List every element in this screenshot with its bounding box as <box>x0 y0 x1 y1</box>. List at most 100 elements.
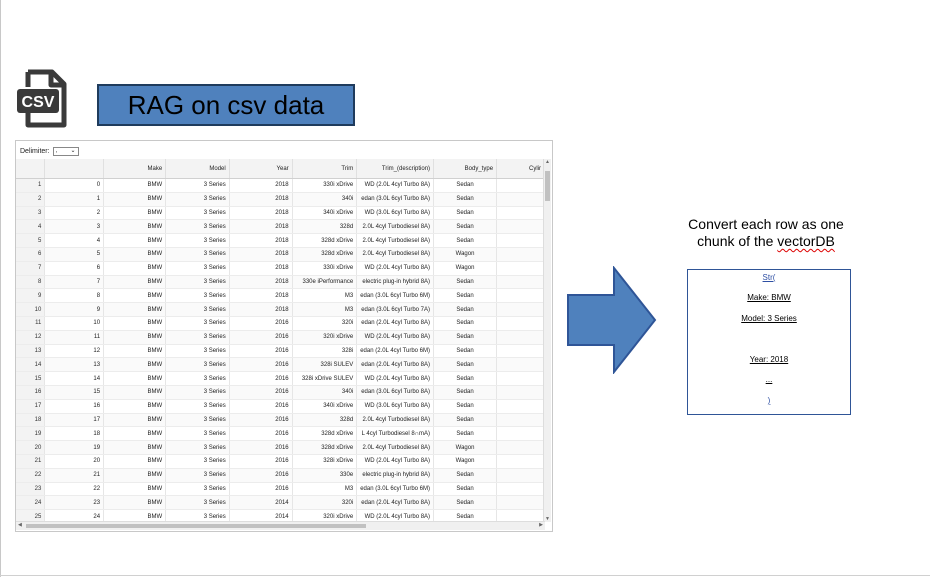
table-cell: 2018 <box>229 288 293 304</box>
table-cell: 17 <box>44 413 105 428</box>
table-cell: 340i xDrive <box>292 399 358 414</box>
table-cell: edan (3.0L 6cyl Turbo 7A) <box>356 302 435 317</box>
horizontal-scroll-thumb[interactable] <box>26 524 366 528</box>
column-header[interactable]: Cylir <box>496 159 545 179</box>
row-number-cell: 6 <box>16 247 46 262</box>
table-cell: 0 <box>44 178 105 193</box>
table-cell: BMW <box>103 357 167 373</box>
chunk-make: Make: BMW <box>747 293 791 302</box>
table-cell: 2018 <box>229 275 293 290</box>
page-title: RAG on csv data <box>127 89 325 120</box>
table-cell: 3 Series <box>165 454 230 469</box>
column-header[interactable]: Trim <box>292 159 358 179</box>
table-cell: 330i xDrive <box>292 261 358 276</box>
table-cell <box>496 399 545 414</box>
table-cell: 3 Series <box>165 344 230 359</box>
table-cell: BMW <box>103 399 167 414</box>
column-header[interactable]: Year <box>229 159 293 179</box>
row-number-cell: 9 <box>16 288 46 304</box>
table-cell: edan (2.0L 4cyl Turbo 8A) <box>356 357 435 373</box>
table-cell: BMW <box>103 302 167 317</box>
table-cell: 2018 <box>229 219 293 235</box>
caption-line-1: Convert each row as one <box>688 216 844 232</box>
table-cell: 328d xDrive <box>292 440 358 455</box>
table-cell: M3 <box>292 288 358 304</box>
vertical-scroll-thumb[interactable] <box>545 171 550 201</box>
table-cell: 328d xDrive <box>292 247 358 262</box>
table-cell: 3 Series <box>165 357 230 373</box>
table-cell: 3 Series <box>165 399 230 414</box>
column-header[interactable]: Make <box>103 159 167 179</box>
table-cell: 2016 <box>229 399 293 414</box>
table-cell: 11 <box>44 330 105 345</box>
delimiter-select[interactable]: , ⌄ <box>52 147 79 156</box>
column-header[interactable]: Trim_(description) <box>356 159 435 179</box>
chunk-model: Model: 3 Series <box>741 314 797 323</box>
table-cell: Sedan <box>433 399 498 414</box>
table-cell: 2016 <box>229 357 293 373</box>
table-cell: 320i <box>292 316 358 331</box>
horizontal-scrollbar[interactable]: ◀ ▶ <box>16 521 545 530</box>
table-cell: 2016 <box>229 440 293 455</box>
column-header[interactable]: Body_type <box>433 159 498 179</box>
table-cell: electric plug-in hybrid 8A) <box>356 468 435 483</box>
table-cell: 3 Series <box>165 275 230 290</box>
scroll-left-icon[interactable]: ◀ <box>18 522 22 528</box>
table-cell: WD (2.0L 4cyl Turbo 8A) <box>356 330 435 345</box>
table-cell: BMW <box>103 316 167 331</box>
column-header[interactable]: Model <box>165 159 230 179</box>
table-cell: BMW <box>103 495 167 511</box>
table-cell: 21 <box>44 468 105 483</box>
table-cell: WD (2.0L 4cyl Turbo 8A) <box>356 261 435 276</box>
row-number-cell: 25 <box>16 509 46 522</box>
csv-file-icon: CSV <box>16 69 70 129</box>
column-header[interactable] <box>16 159 46 179</box>
table-cell: edan (3.0L 6cyl Turbo 8A) <box>356 192 435 207</box>
table-cell: BMW <box>103 468 167 483</box>
scroll-down-icon[interactable]: ▼ <box>545 516 550 522</box>
chunk-example-box: Str( Make: BMW Model: 3 Series Year: 201… <box>687 269 851 415</box>
column-header[interactable] <box>44 159 105 179</box>
row-number-cell: 2 <box>16 192 46 207</box>
right-arrow-icon <box>566 265 658 375</box>
vertical-scrollbar[interactable]: ▲ ▼ <box>543 159 551 522</box>
scroll-up-icon[interactable]: ▲ <box>545 159 550 165</box>
table-cell <box>496 206 545 221</box>
csv-icon-label: CSV <box>22 94 55 111</box>
caption-line-2: chunk of the vectorDB <box>660 233 872 250</box>
scroll-right-icon[interactable]: ▶ <box>539 522 543 528</box>
table-cell: WD (2.0L 4cyl Turbo 8A) <box>356 371 435 386</box>
table-cell: 3 Series <box>165 206 230 221</box>
table-cell <box>496 371 545 386</box>
table-cell: Sedan <box>433 316 498 331</box>
conversion-caption: Convert each row as one chunk of the vec… <box>660 216 872 250</box>
table-cell: 24 <box>44 509 105 522</box>
caption-line-2-text: chunk of the <box>697 233 778 249</box>
